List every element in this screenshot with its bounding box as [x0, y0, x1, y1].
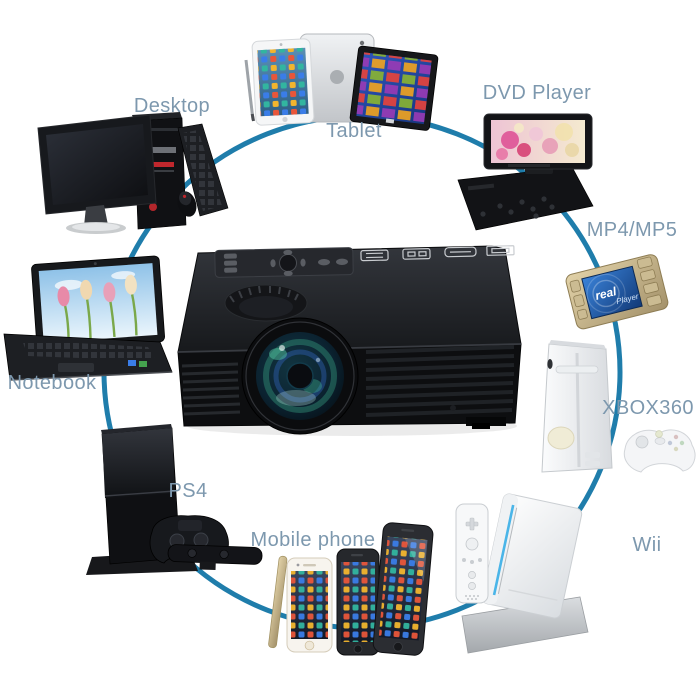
xbox360-console-image [541, 340, 613, 473]
label-desktop: Desktop [133, 95, 211, 117]
label-ps4: PS4 [168, 480, 208, 502]
wii-remote-image [455, 503, 489, 604]
label-notebook: Notebook [7, 372, 97, 394]
label-tablet: Tablet [326, 120, 382, 142]
mobile-phones-image [268, 522, 434, 656]
mp4-player-image: real Player [565, 254, 669, 330]
tablet-devices-image [244, 33, 439, 131]
label-wii: Wii [632, 534, 662, 556]
dvd-player-image [457, 113, 594, 231]
hdmi-port-icon [444, 246, 477, 258]
realplayer-logo-text: real [594, 284, 619, 303]
projector-control-panel [214, 247, 354, 278]
av-port-icon [402, 248, 431, 260]
label-mobile-phone: Mobile phone [250, 529, 376, 551]
projector-image [177, 245, 522, 436]
ps4-console-image [86, 424, 198, 575]
vga-port-icon [360, 249, 389, 262]
xbox360-controller-image [623, 429, 696, 473]
notebook-image [3, 255, 173, 381]
desktop-computer-image [37, 112, 229, 234]
label-xbox360: XBOX360 [602, 397, 694, 419]
label-mp4-mp5: MP4/MP5 [586, 219, 678, 241]
projector-left-vents [181, 362, 241, 416]
usb-port-icon [486, 245, 515, 256]
wii-console-image [461, 493, 589, 654]
projector-ports [360, 245, 515, 262]
projector-lens [241, 317, 359, 435]
projector-right-vents [365, 345, 515, 417]
projector-focus-wheel [224, 284, 308, 322]
ps4-camera-image [167, 544, 263, 571]
label-dvd-player: DVD Player [482, 82, 592, 104]
